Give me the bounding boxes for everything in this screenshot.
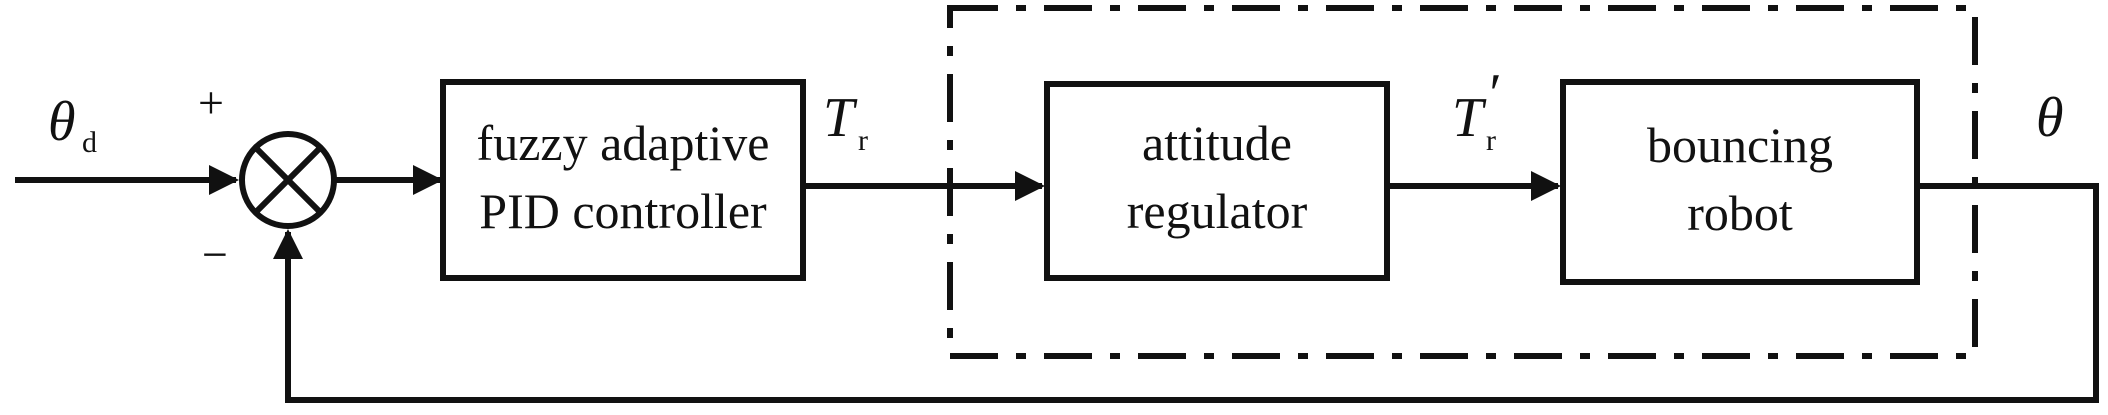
subsystem-boundary <box>947 5 1978 359</box>
controller-label-line2: PID controller <box>479 183 767 239</box>
summing-junction <box>239 131 337 229</box>
adjusted-torque-prime: ′ <box>1486 63 1499 125</box>
adjusted-torque-subscript: r <box>1486 124 1496 157</box>
robot-label-line1: bouncing <box>1647 117 1833 173</box>
robot-label-line2: robot <box>1687 185 1793 241</box>
input-subscript: d <box>82 126 97 159</box>
adjusted-torque-symbol: T <box>1452 87 1487 149</box>
minus-sign: − <box>202 229 228 280</box>
controller-block <box>440 79 806 281</box>
torque-subscript: r <box>858 124 868 157</box>
input-symbol: θ <box>48 91 76 153</box>
adjusted-torque-signal-label: T ′ r <box>1452 63 1499 157</box>
input-signal-label: θ d <box>48 91 97 159</box>
output-and-feedback-line <box>273 183 2099 403</box>
plus-sign: + <box>198 77 224 128</box>
controller-label-line1: fuzzy adaptive <box>477 115 770 171</box>
robot-block <box>1560 79 1920 285</box>
regulator-label-line2: regulator <box>1127 183 1308 239</box>
torque-signal-label: T r <box>823 87 868 157</box>
regulator-label-line1: attitude <box>1142 115 1292 171</box>
regulator-block <box>1044 81 1390 281</box>
torque-symbol: T <box>823 87 858 149</box>
output-symbol: θ <box>2036 87 2064 149</box>
